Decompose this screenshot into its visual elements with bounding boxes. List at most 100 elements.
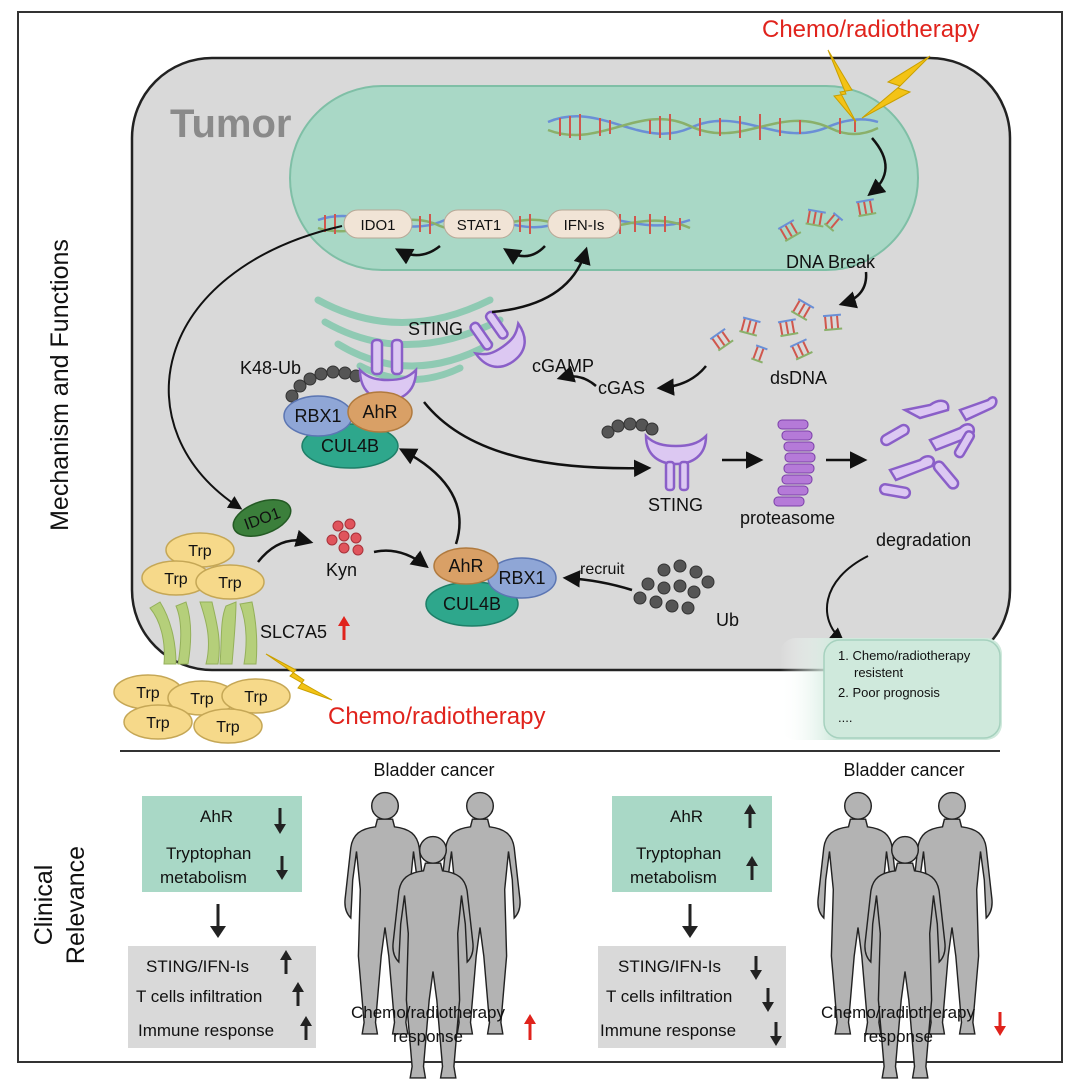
dsdna-label: dsDNA bbox=[770, 368, 827, 388]
right-immune: Immune response bbox=[600, 1021, 736, 1040]
arrow-stat1-ido1 bbox=[394, 245, 441, 265]
right-sting-down-icon bbox=[750, 956, 762, 980]
right-tcells-down-icon bbox=[762, 988, 774, 1012]
svg-text:Trp: Trp bbox=[190, 691, 214, 708]
arrow-ido1-gene-enzyme bbox=[167, 225, 343, 510]
degradation-label: degradation bbox=[876, 530, 971, 550]
arrow-sting-ifn bbox=[491, 246, 591, 314]
svg-text:CUL4B: CUL4B bbox=[443, 594, 501, 614]
svg-text:AhR: AhR bbox=[448, 556, 483, 576]
outcome-2: 2. Poor prognosis bbox=[838, 685, 940, 700]
bladder-left-label: Bladder cancer bbox=[373, 760, 494, 780]
nucleus bbox=[289, 85, 919, 271]
svg-text:RBX1: RBX1 bbox=[294, 406, 341, 426]
left-tcells: T cells infiltration bbox=[136, 987, 262, 1006]
arrow-complex-sting bbox=[423, 401, 652, 478]
dna-break-fragments bbox=[777, 198, 877, 242]
svg-text:RBX1: RBX1 bbox=[498, 568, 545, 588]
svg-text:Trp: Trp bbox=[218, 575, 242, 592]
arrow-cgas-cgamp bbox=[556, 365, 597, 387]
right-tcells: T cells infiltration bbox=[606, 987, 732, 1006]
kyn-molecules bbox=[326, 518, 364, 556]
outcome-1: 1. Chemo/radiotherapy bbox=[838, 648, 971, 663]
arrow-trp-kyn bbox=[257, 529, 314, 563]
arrow-dna-break bbox=[867, 137, 887, 197]
ub-label: Ub bbox=[716, 610, 739, 630]
left-trp-line1: Tryptophan bbox=[166, 844, 251, 863]
k48-ub-label: K48-Ub bbox=[240, 358, 301, 378]
left-sting: STING/IFN-Is bbox=[146, 957, 249, 976]
sting-mid-icon bbox=[644, 432, 708, 492]
svg-text:Trp: Trp bbox=[164, 571, 188, 588]
left-green-box bbox=[142, 796, 302, 892]
left-immune-up-icon bbox=[300, 1016, 312, 1040]
right-trp-up-icon bbox=[746, 856, 758, 880]
right-ahr-up-icon bbox=[744, 804, 756, 828]
svg-text:Trp: Trp bbox=[188, 543, 212, 560]
slc7a5-transporters bbox=[149, 601, 258, 665]
right-trp-line2: metabolism bbox=[630, 868, 717, 887]
svg-text:AhR: AhR bbox=[362, 402, 397, 422]
svg-text:IFN-Is: IFN-Is bbox=[564, 217, 605, 234]
sting-mid-label: STING bbox=[648, 495, 703, 515]
lightning-bottom-icon bbox=[265, 653, 333, 701]
right-response-line2: response bbox=[863, 1027, 933, 1046]
dsdna-fragments bbox=[709, 298, 843, 364]
svg-text:IDO1: IDO1 bbox=[360, 217, 395, 234]
left-ahr: AhR bbox=[200, 807, 233, 826]
right-trp-line1: Tryptophan bbox=[636, 844, 721, 863]
svg-text:CUL4B: CUL4B bbox=[321, 436, 379, 456]
slc7a5-up-arrow-icon bbox=[338, 616, 350, 640]
outer-frame bbox=[17, 11, 1063, 1063]
arrow-degradation-outcomes bbox=[825, 555, 869, 642]
right-immune-down-icon bbox=[770, 1022, 782, 1046]
svg-text:STAT1: STAT1 bbox=[457, 217, 501, 234]
slc7a5-label: SLC7A5 bbox=[260, 622, 327, 642]
proteasome-icon bbox=[773, 419, 816, 507]
left-response-line2: response bbox=[393, 1027, 463, 1046]
e3-complex-bottom: CUL4B RBX1 AhR bbox=[425, 547, 557, 627]
sting-er-label: STING bbox=[408, 319, 463, 339]
arrow-dsdna-cgas bbox=[656, 365, 707, 396]
left-sting-up-icon bbox=[280, 950, 292, 974]
ub-cluster bbox=[633, 559, 715, 615]
trp-cluster-inside: Trp Trp Trp bbox=[141, 532, 265, 600]
svg-text:Trp: Trp bbox=[136, 685, 160, 702]
cgamp-label: cGAMP bbox=[532, 356, 594, 376]
lightning-icon bbox=[827, 49, 931, 123]
e3-complex-top: CUL4B RBX1 AhR bbox=[283, 391, 413, 469]
right-response-line1: Chemo/radiotherapy bbox=[821, 1003, 976, 1022]
left-tcells-up-icon bbox=[292, 982, 304, 1006]
arrow-complex-up bbox=[398, 448, 461, 545]
right-ahr: AhR bbox=[670, 807, 703, 826]
svg-text:Trp: Trp bbox=[216, 719, 240, 736]
proteasome-label: proteasome bbox=[740, 508, 835, 528]
chemo-top-label: Chemo/radiotherapy bbox=[762, 16, 979, 43]
side-label-clinical: Clinical bbox=[30, 865, 58, 946]
left-ahr-down-icon bbox=[274, 808, 286, 834]
arrow-kyn-ahr bbox=[373, 549, 429, 569]
ubiquitin-chain bbox=[285, 365, 363, 403]
side-label-relevance: Relevance bbox=[62, 846, 90, 964]
svg-text:Trp: Trp bbox=[146, 715, 170, 732]
gene-ido1: IDO1 bbox=[343, 209, 413, 239]
right-down-arrow-icon bbox=[682, 904, 698, 938]
left-trp-line2: metabolism bbox=[160, 868, 247, 887]
left-down-arrow-icon bbox=[210, 904, 226, 938]
arrow-ub-recruit bbox=[562, 570, 633, 592]
dna-break-label: DNA Break bbox=[786, 252, 876, 272]
cgas-label: cGAS bbox=[598, 378, 645, 398]
sting-er-icon bbox=[469, 310, 526, 369]
svg-text:Trp: Trp bbox=[244, 689, 268, 706]
gene-ifn-is: IFN-Is bbox=[547, 209, 621, 239]
kyn-label: Kyn bbox=[326, 560, 357, 580]
arrow-break-dsdna bbox=[838, 271, 868, 309]
outcome-3: .... bbox=[838, 710, 852, 725]
tumor-label: Tumor bbox=[170, 102, 291, 146]
recruit-label: recruit bbox=[580, 561, 625, 578]
side-label-mechanism: Mechanism and Functions bbox=[46, 239, 74, 531]
outcomes-box-inner bbox=[823, 639, 1001, 739]
chemo-bottom-label: Chemo/radiotherapy bbox=[328, 703, 545, 730]
ido1-enzyme: IDO1 bbox=[232, 499, 292, 537]
